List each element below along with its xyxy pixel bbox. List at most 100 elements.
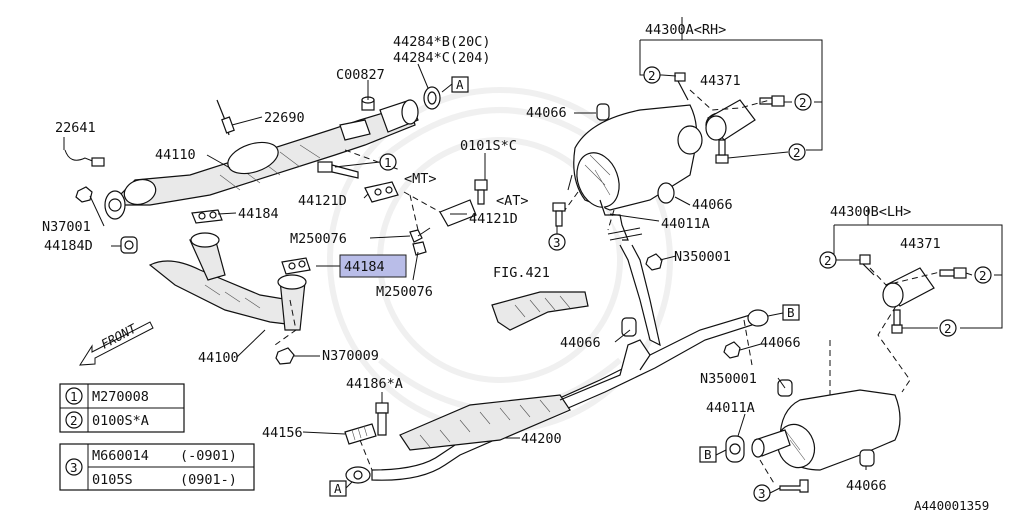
part-labels: 22641 44110 22690 C00827 44284*B(20C) 44… bbox=[42, 22, 989, 512]
exhaust-manifold-44100 bbox=[148, 232, 307, 331]
gasket-44184-upper bbox=[191, 209, 223, 224]
legend-part-3b: 0105S bbox=[92, 472, 133, 488]
label-44371-lh: 44371 bbox=[900, 236, 941, 252]
svg-text:2: 2 bbox=[824, 253, 832, 268]
label-22641: 22641 bbox=[55, 120, 96, 136]
label-44100: 44100 bbox=[198, 350, 239, 366]
label-22690: 22690 bbox=[264, 110, 305, 126]
gasket-44284 bbox=[423, 86, 441, 110]
legend-num-2: 2 bbox=[70, 413, 78, 428]
legend-part-3a: M660014 bbox=[92, 448, 149, 464]
callout-2-lh-b: 2 bbox=[974, 266, 992, 284]
nut-n370009 bbox=[275, 347, 295, 365]
svg-text:B: B bbox=[787, 305, 795, 320]
label-44300b: 44300B<LH> bbox=[830, 204, 911, 220]
bolt-m250076-b bbox=[412, 241, 427, 256]
label-mt: <MT> bbox=[404, 171, 437, 187]
callout-3-center: 3 bbox=[548, 233, 566, 251]
dashed-guides bbox=[274, 89, 941, 486]
label-at: <AT> bbox=[496, 193, 529, 209]
hanger-44066-top bbox=[596, 103, 610, 121]
label-44184-selected[interactable]: 44184 bbox=[344, 259, 385, 275]
svg-text:2: 2 bbox=[944, 321, 952, 336]
hanger-44066-lh-bottom bbox=[859, 449, 875, 467]
bolt-44371-lh-bottom bbox=[891, 309, 903, 334]
bolt-m250076-a bbox=[409, 227, 431, 243]
bracket-44121d-at bbox=[439, 199, 477, 227]
gasket-44011a-center bbox=[607, 227, 643, 241]
legend-table-3: 3 M660014 (-0901) 0105S (0901-) bbox=[59, 443, 255, 491]
legend-range-3b: (0901-) bbox=[180, 472, 237, 488]
label-m250076-a: M250076 bbox=[290, 231, 347, 247]
label-44066-top: 44066 bbox=[526, 105, 567, 121]
bolt-44371-rh-top bbox=[674, 72, 689, 101]
muffler-lh-44300b bbox=[751, 389, 901, 471]
callout-1-circle: 1 bbox=[379, 153, 397, 171]
o2-sensor-22690 bbox=[216, 99, 235, 136]
svg-text:2: 2 bbox=[979, 268, 987, 283]
legend-part-2: 0100S*A bbox=[92, 413, 149, 429]
label-44110: 44110 bbox=[155, 147, 196, 163]
callout-2-lh-c: 2 bbox=[939, 319, 957, 337]
callout-b-top: B bbox=[782, 304, 800, 321]
label-44066-center: 44066 bbox=[560, 335, 601, 351]
bolt-44371-rh-bottom bbox=[715, 139, 729, 164]
front-exhaust-pipe-44110 bbox=[104, 99, 419, 220]
label-44284c: 44284*C(204) bbox=[393, 50, 491, 66]
label-44121d-mt: 44121D bbox=[298, 193, 347, 209]
callout-3-lh: 3 bbox=[753, 484, 771, 502]
callout-a-top: A bbox=[451, 76, 469, 93]
front-label: FRONT bbox=[98, 320, 140, 352]
label-44200: 44200 bbox=[521, 431, 562, 447]
spring-44156 bbox=[344, 423, 377, 445]
svg-text:3: 3 bbox=[553, 235, 561, 250]
label-n350001-lh: N350001 bbox=[700, 371, 757, 387]
label-44011a-center: 44011A bbox=[661, 216, 710, 232]
label-n37001: N37001 bbox=[42, 219, 91, 235]
nut-n37001 bbox=[75, 186, 93, 203]
svg-text:A: A bbox=[456, 77, 464, 92]
callout-b-bottom: B bbox=[699, 446, 717, 463]
label-44284b: 44284*B(20C) bbox=[393, 34, 491, 50]
nut-n350001-lh bbox=[723, 341, 741, 359]
bolt-m270008 bbox=[317, 161, 359, 179]
o2-sensor-22641 bbox=[64, 149, 105, 167]
label-fig421[interactable]: FIG.421 bbox=[493, 265, 550, 281]
svg-text:2: 2 bbox=[793, 145, 801, 160]
legend-table-1-2: 1 M270008 2 0100S*A bbox=[59, 383, 185, 433]
callout-2-rh-b: 2 bbox=[794, 93, 812, 111]
label-44186a: 44186*A bbox=[346, 376, 403, 392]
gasket-44184d bbox=[120, 236, 138, 254]
label-44011a-lh: 44011A bbox=[706, 400, 755, 416]
svg-text:1: 1 bbox=[384, 155, 392, 170]
label-44066-lh-mid: 44066 bbox=[760, 335, 801, 351]
bolt-44371-lh-top bbox=[859, 254, 875, 276]
svg-text:3: 3 bbox=[758, 486, 766, 501]
legend-num-3: 3 bbox=[70, 460, 78, 475]
hanger-44066-rh-lower bbox=[657, 182, 675, 204]
label-44066-lh-bottom: 44066 bbox=[846, 478, 887, 494]
bolt-m660014-center bbox=[552, 202, 566, 227]
selected-part-highlight[interactable] bbox=[339, 254, 407, 278]
bolt-44186a bbox=[375, 402, 389, 436]
svg-text:2: 2 bbox=[799, 95, 807, 110]
legend-part-1: M270008 bbox=[92, 389, 149, 405]
svg-text:2: 2 bbox=[648, 68, 656, 83]
hanger-44066-center bbox=[621, 317, 637, 337]
tail-pipe-44371-lh bbox=[882, 267, 935, 308]
tail-pipe-44371-rh bbox=[705, 99, 756, 141]
center-pipe-44200 bbox=[345, 244, 769, 484]
label-44300a: 44300A<RH> bbox=[645, 22, 726, 38]
bolt-0101s bbox=[474, 179, 488, 205]
gasket-44184-selected bbox=[281, 257, 311, 275]
bolt-m660014-lh bbox=[779, 479, 809, 493]
bolt-44371-lh-right bbox=[939, 267, 967, 279]
label-44184-upper: 44184 bbox=[238, 206, 279, 222]
figure-id: A440001359 bbox=[914, 498, 989, 512]
label-0101s: 0101S*C bbox=[460, 138, 517, 154]
svg-text:B: B bbox=[704, 447, 712, 462]
label-c00827: C00827 bbox=[336, 67, 385, 83]
callout-2-rh-a: 2 bbox=[643, 66, 661, 84]
label-n350001-center: N350001 bbox=[674, 249, 731, 265]
legend-range-3a: (-0901) bbox=[180, 448, 237, 464]
